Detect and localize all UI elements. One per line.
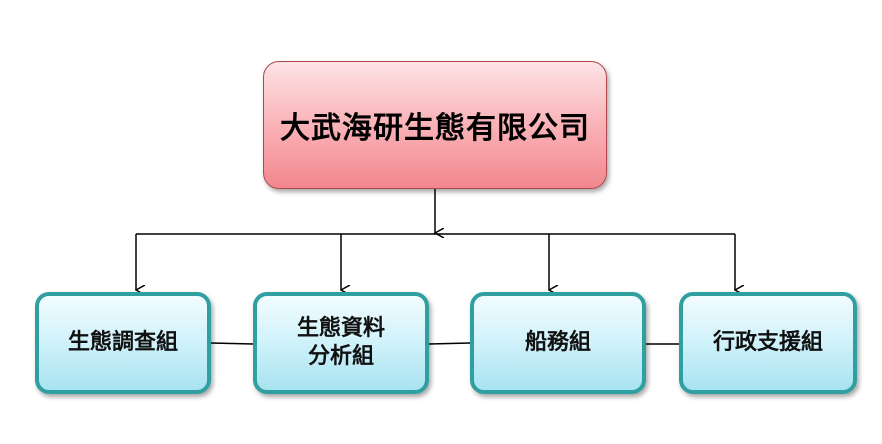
department-node-ecological-survey: 生態調查組 <box>35 292 211 394</box>
connector-link-0-1 <box>210 342 254 345</box>
department-label: 船務組 <box>525 329 591 357</box>
department-label: 生態調查組 <box>68 329 178 357</box>
department-label-line: 行政支援組 <box>712 330 823 355</box>
connector-link-1-2 <box>428 342 471 345</box>
company-name-label: 大武海研生態有限公司 <box>280 111 590 146</box>
department-label-line: 船務組 <box>524 330 591 355</box>
department-label-line: 生態調查組 <box>67 330 178 355</box>
department-label-line: 分析組 <box>307 344 374 369</box>
department-node-ecological-data-analysis: 生態資料 分析組 <box>253 292 429 394</box>
department-label: 行政支援組 <box>713 329 823 357</box>
department-node-administrative-support: 行政支援組 <box>679 292 857 394</box>
company-root-node: 大武海研生態有限公司 <box>263 61 607 189</box>
department-node-vessel-operations: 船務組 <box>470 292 646 394</box>
department-label: 生態資料 分析組 <box>297 315 385 371</box>
department-label-line: 生態資料 <box>296 316 385 341</box>
